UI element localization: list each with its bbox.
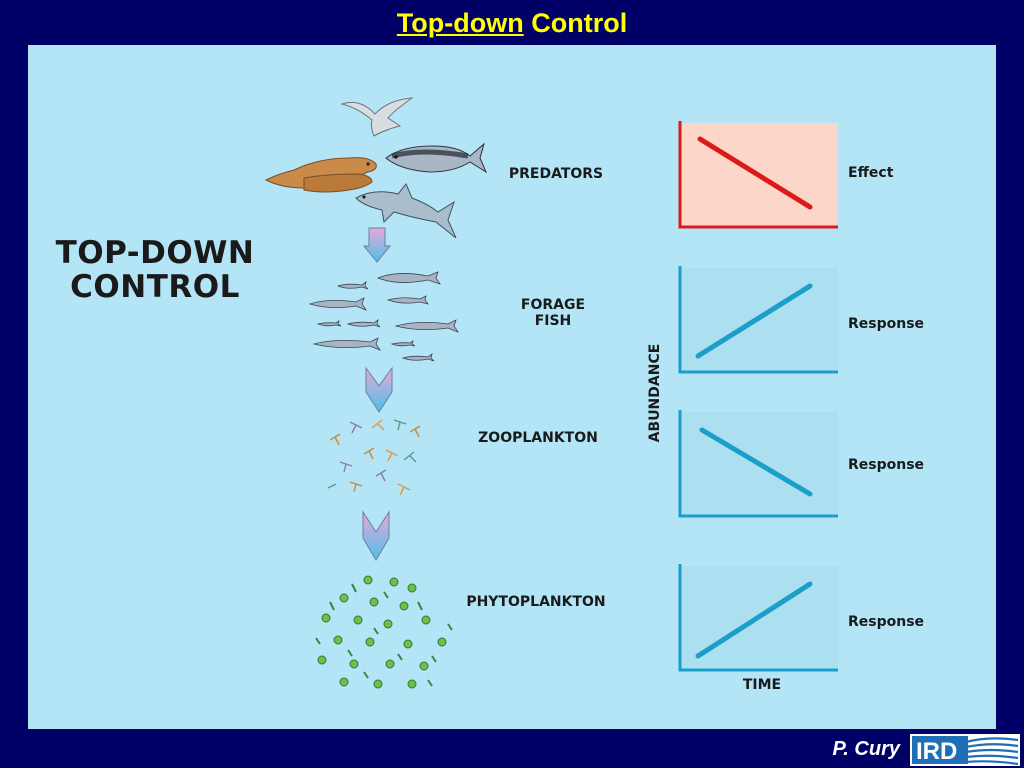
title-rest: Control bbox=[531, 8, 628, 38]
trend-chart-axes bbox=[678, 266, 838, 374]
trend-chart-zooplankton bbox=[678, 410, 838, 518]
title-underlined: Top-down bbox=[396, 8, 524, 38]
main-label-line1: TOP-DOWN bbox=[55, 235, 255, 271]
trend-line bbox=[697, 136, 813, 210]
trend-line bbox=[695, 283, 813, 359]
y-axis-label: ABUNDANCE bbox=[647, 343, 663, 443]
trend-line bbox=[695, 581, 813, 659]
level-label-phytoplankton: PHYTOPLANKTON bbox=[466, 594, 606, 610]
forage-fish-school-icon bbox=[308, 271, 460, 362]
trend-chart-axes bbox=[678, 564, 838, 672]
trend-line bbox=[699, 427, 813, 497]
down-arrow-icon bbox=[365, 366, 393, 413]
level-label-forage-fish: FORAGE FISH bbox=[500, 297, 606, 329]
seal-icon bbox=[264, 157, 377, 193]
zooplankton-icon bbox=[327, 419, 421, 496]
author-credit: P. Cury bbox=[832, 738, 900, 760]
level-label-zooplankton: ZOOPLANKTON bbox=[478, 430, 598, 446]
trend-chart-phytoplankton bbox=[678, 564, 838, 672]
tuna-icon bbox=[385, 142, 488, 174]
level-label-predators: PREDATORS bbox=[508, 166, 604, 182]
down-arrow-icon bbox=[362, 510, 390, 561]
trend-chart-axes bbox=[678, 410, 838, 518]
main-label: TOP-DOWN CONTROL bbox=[40, 236, 270, 304]
trend-chart-predators bbox=[678, 121, 838, 229]
effect-label-predators: Effect bbox=[848, 165, 894, 181]
x-axis-label: TIME bbox=[742, 677, 782, 693]
seabird-icon bbox=[340, 97, 414, 137]
response-label-forage-fish: Response bbox=[848, 316, 925, 332]
level-label-forage-line1: FORAGE bbox=[520, 297, 586, 313]
ird-logo: IRD bbox=[910, 734, 1020, 766]
main-label-line2: CONTROL bbox=[70, 269, 240, 305]
logo-text: IRD bbox=[916, 738, 957, 765]
trend-chart-forage-fish bbox=[678, 266, 838, 374]
response-label-zooplankton: Response bbox=[848, 457, 925, 473]
slide-title: Top-down Control bbox=[0, 8, 1024, 39]
phytoplankton-icon bbox=[315, 575, 453, 689]
shark-icon bbox=[355, 183, 457, 239]
response-label-phytoplankton: Response bbox=[848, 614, 925, 630]
level-label-forage-line2: FISH bbox=[534, 313, 572, 329]
down-arrow-icon bbox=[362, 227, 392, 263]
trend-chart-axes bbox=[678, 121, 838, 229]
